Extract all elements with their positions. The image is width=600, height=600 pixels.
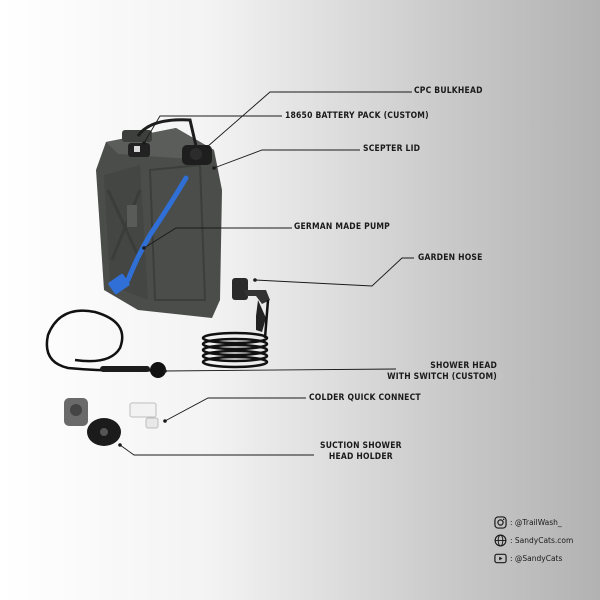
label-shower-head-line2: WITH SWITCH (CUSTOM) <box>387 372 497 382</box>
label-garden-hose: GARDEN HOSE <box>418 253 483 263</box>
youtube-handle: : @SandyCats <box>510 554 563 563</box>
instagram-icon <box>494 516 507 529</box>
label-suction-holder-line1: SUCTION SHOWER <box>320 441 402 451</box>
leader-lines <box>119 91 414 456</box>
label-colder-connect: COLDER QUICK CONNECT <box>309 393 421 403</box>
globe-icon <box>494 534 507 547</box>
leader-dots <box>118 141 257 447</box>
youtube-icon <box>494 553 507 564</box>
leader-hose <box>254 257 414 287</box>
shower-hose <box>45 309 161 372</box>
social-instagram: : @TrailWash_ <box>494 516 562 529</box>
colder-connector <box>129 402 159 429</box>
label-shower-head-line1: SHOWER HEAD <box>430 361 497 371</box>
leader-pump <box>143 227 292 249</box>
leader-colder <box>164 397 306 422</box>
label-scepter-lid: SCEPTER LID <box>363 144 421 154</box>
leader-cpc <box>206 91 412 148</box>
leader-battery <box>143 115 282 144</box>
social-youtube: : @SandyCats <box>494 552 562 565</box>
website-url: : SandyCats.com <box>510 536 574 545</box>
label-shower-head: SHOWER HEAD WITH SWITCH (CUSTOM) <box>387 361 497 383</box>
shower-head <box>100 362 166 378</box>
leader-lid <box>213 149 360 169</box>
leader-shower <box>164 368 397 372</box>
label-battery-pack: 18650 BATTERY PACK (CUSTOM) <box>285 111 429 121</box>
coiled-hose <box>201 299 270 369</box>
garden-hose-nozzle <box>232 278 270 332</box>
suction-holder <box>64 398 121 446</box>
label-suction-holder-line2: HEAD HOLDER <box>328 452 393 462</box>
label-cpc-bulkhead: CPC BULKHEAD <box>414 86 483 96</box>
cpc-bulkhead <box>128 143 150 157</box>
leader-suction <box>119 444 314 456</box>
label-pump: GERMAN MADE PUMP <box>294 222 390 232</box>
blue-pump-tube <box>108 175 189 295</box>
instagram-handle: : @TrailWash_ <box>510 518 562 527</box>
social-website: : SandyCats.com <box>494 534 573 547</box>
label-suction-holder: SUCTION SHOWER HEAD HOLDER <box>320 441 402 463</box>
scepter-lid <box>182 145 212 165</box>
